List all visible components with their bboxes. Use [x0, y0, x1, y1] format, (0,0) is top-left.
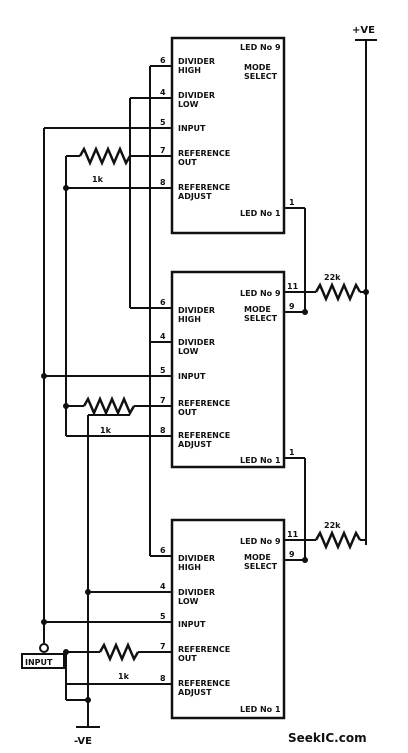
junction-pos-1	[363, 289, 369, 295]
ic-3-top-label: LED No 9	[240, 537, 281, 546]
ic-3-pin-8-num: 8	[160, 674, 166, 683]
ic-2-pullup-resistor	[314, 281, 362, 303]
junction-neg-1	[85, 589, 91, 595]
ic-3-ref-adjust-2: ADJUST	[178, 688, 212, 697]
ic-1-pin-8-num: 8	[160, 178, 166, 187]
ic-2-top-label: LED No 9	[240, 289, 281, 298]
ic-1-pin-4-num: 4	[160, 88, 166, 97]
ic-3-pullup-value: 22k	[324, 521, 341, 530]
ic-2-pin-7-num: 7	[160, 396, 166, 405]
ic-1-pin-6-num: 6	[160, 56, 166, 65]
ic-3-ref-resistor	[98, 641, 140, 663]
ic-1-input-label: INPUT	[178, 124, 206, 133]
ic-3-input-label: INPUT	[178, 620, 206, 629]
ic-3-divider-high-1: DIVIDER	[178, 554, 215, 563]
ic-1-ref-out-1: REFERENCE	[178, 149, 230, 158]
ic-1-pin-7-num: 7	[160, 146, 166, 155]
ic-1-ref-adjust-2: ADJUST	[178, 192, 212, 201]
ic-3-pin-7-num: 7	[160, 642, 166, 651]
ic-2-divider-low-1: DIVIDER	[178, 338, 215, 347]
ic-1: LED No 9 MODE SELECT DIVIDER HIGH DIVIDE…	[44, 36, 305, 235]
ic-2-pin-6-num: 6	[160, 298, 166, 307]
junction-ref-1	[63, 185, 69, 191]
ic-2-pin-1-num: 1	[289, 448, 295, 457]
ic-1-pin-5-num: 5	[160, 118, 166, 127]
ic-3-ref-out-2: OUT	[178, 654, 197, 663]
ic-2-ref-adjust-1: REFERENCE	[178, 431, 230, 440]
ic-2-ref-out-1: REFERENCE	[178, 399, 230, 408]
ic-3-pullup-resistor	[314, 529, 362, 551]
ic-2-pin-4-num: 4	[160, 332, 166, 341]
ic-2-pin-5-num: 5	[160, 366, 166, 375]
ic-1-ref-adjust-1: REFERENCE	[178, 183, 230, 192]
ic-2-mode-label-1: MODE	[244, 305, 271, 314]
ic-2-ref-out-2: OUT	[178, 408, 197, 417]
ic-2-pin-9-num: 9	[289, 302, 295, 311]
ic-3-pin-4-num: 4	[160, 582, 166, 591]
junction-neg-2	[85, 697, 91, 703]
ic-2-bottom-label: LED No 1	[240, 456, 281, 465]
ic-2-divider-low-2: LOW	[178, 347, 199, 356]
ic-2-pin-8-num: 8	[160, 426, 166, 435]
ic-3-pin-11-num: 11	[287, 530, 299, 539]
ic-2-pin-11-num: 11	[287, 282, 299, 291]
ic-2-body	[170, 270, 286, 469]
ic-3-body	[170, 518, 286, 720]
ic-3-divider-low-2: LOW	[178, 597, 199, 606]
ic-2-ref-resistor	[82, 395, 136, 417]
ic-3-bottom-label: LED No 1	[240, 705, 281, 714]
ic-2-input-label: INPUT	[178, 372, 206, 381]
ic-2-divider-high-2: HIGH	[178, 315, 201, 324]
ic-2-pullup-value: 22k	[324, 273, 341, 282]
ic-3-pin-6-num: 6	[160, 546, 166, 555]
ic-1-divider-high-1: DIVIDER	[178, 57, 215, 66]
input-label-box	[21, 653, 65, 669]
ic-1-pin-1-num: 1	[289, 198, 295, 207]
ic-2-ref-adjust-2: ADJUST	[178, 440, 212, 449]
ic-1-top-label: LED No 9	[240, 43, 281, 52]
ic-3-pin-9-num: 9	[289, 550, 295, 559]
junction-input-3	[41, 619, 47, 625]
junction-input-2	[41, 373, 47, 379]
ic-2-mode-label-2: SELECT	[244, 314, 278, 323]
ic-1-mode-label-1: MODE	[244, 63, 271, 72]
input-terminal	[39, 643, 49, 653]
ic-3-mode-label-1: MODE	[244, 553, 271, 562]
ic-2-ref-resistor-value: 1k	[100, 426, 112, 435]
watermark: SeekIC.com	[288, 731, 367, 745]
ic-1-ref-out-2: OUT	[178, 158, 197, 167]
ic-1-bottom-label: LED No 1	[240, 209, 281, 218]
ic-1-body	[170, 36, 286, 235]
ic-1-divider-low-1: DIVIDER	[178, 91, 215, 100]
ic-2-divider-high-1: DIVIDER	[178, 306, 215, 315]
input-label: INPUT	[25, 658, 53, 667]
junction-mode-2	[302, 309, 308, 315]
ic-3-divider-high-2: HIGH	[178, 563, 201, 572]
ic-3: LED No 9 MODE SELECT DIVIDER HIGH DIVIDE…	[44, 342, 366, 720]
ic-2: LED No 9 MODE SELECT DIVIDER HIGH DIVIDE…	[44, 70, 366, 469]
ic-3-ref-resistor-value: 1k	[118, 672, 130, 681]
ic-1-divider-low-2: LOW	[178, 100, 199, 109]
junction-ref-2	[63, 403, 69, 409]
negative-supply-label: -VE	[74, 736, 92, 747]
positive-supply-label: +VE	[352, 25, 375, 36]
ic-3-ref-adjust-1: REFERENCE	[178, 679, 230, 688]
ic-1-ref-resistor	[78, 145, 132, 167]
junction-mode-3	[302, 557, 308, 563]
ic-3-pin-5-num: 5	[160, 612, 166, 621]
ic-1-divider-high-2: HIGH	[178, 66, 201, 75]
ic-3-divider-low-1: DIVIDER	[178, 588, 215, 597]
ic-1-mode-label-2: SELECT	[244, 72, 278, 81]
ic-3-mode-label-2: SELECT	[244, 562, 278, 571]
ic-1-ref-resistor-value: 1k	[92, 175, 104, 184]
junction-ref-3	[63, 649, 69, 655]
ic-3-ref-out-1: REFERENCE	[178, 645, 230, 654]
